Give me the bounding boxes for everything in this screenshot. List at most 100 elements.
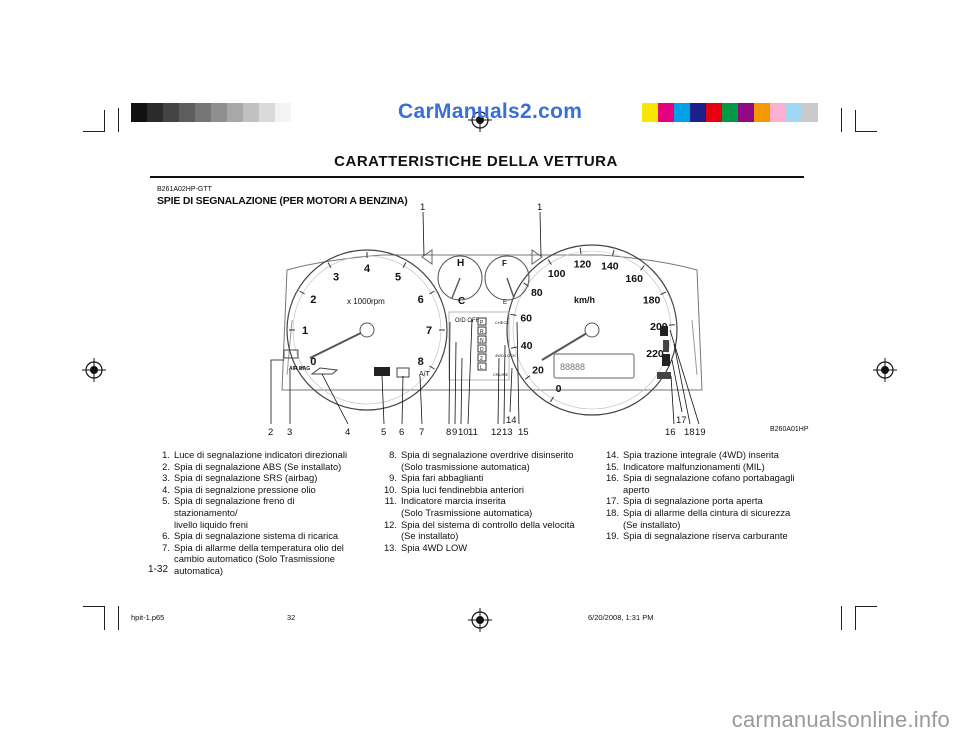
list-item-text: Spia di segnalazione cofano portabagagli <box>623 472 795 484</box>
top-watermark: CarManuals2.com <box>398 100 583 123</box>
footer-watermark: carmanualsonline.info <box>731 707 950 732</box>
gear-lamp <box>477 335 487 344</box>
crop-mark <box>855 110 856 132</box>
callout-4: 4 <box>345 427 351 438</box>
abs-lamp-icon <box>283 349 299 359</box>
speedo-label: 160 <box>625 273 643 285</box>
callout-5: 5 <box>381 427 387 438</box>
list-item: 11. Indicatore marcia inserita <box>381 495 587 507</box>
list-item-number: 17. <box>605 495 619 507</box>
color-swatch <box>674 103 690 122</box>
list-item-text: Spia luci fendinebbia anteriori <box>401 483 524 495</box>
list-item: 16. Spia di segnalazione cofano portabaga… <box>603 472 808 484</box>
list-item: 6.Spia di segnalazione sistema di ricari… <box>154 530 356 542</box>
registration-mark-left <box>82 358 106 382</box>
list-item-text: (Solo trasmissione automatica) <box>401 460 530 472</box>
list-item-text: aperto <box>623 483 650 495</box>
color-swatch <box>259 103 275 122</box>
crop-mark <box>841 108 842 132</box>
fuel-gauge <box>484 255 530 301</box>
cluster-outline <box>281 254 703 391</box>
list-item-text: Spia del sistema di controllo della velo… <box>401 518 575 530</box>
speedo-tick <box>524 375 531 380</box>
color-swatch <box>802 103 818 122</box>
tacho-label: 2 <box>310 294 316 306</box>
crop-mark <box>841 606 842 630</box>
temp-high-label: H <box>457 258 464 269</box>
tacho-tick <box>429 365 435 370</box>
speedo-tick <box>510 313 517 316</box>
list-item-number: 16. <box>605 472 619 484</box>
seatbelt-icon <box>663 340 669 352</box>
crop-mark <box>855 606 877 607</box>
speedo-tick <box>660 291 667 296</box>
tacho-label: 1 <box>302 325 308 337</box>
speedo-label: 180 <box>643 294 661 306</box>
list-item: 19.Spia di segnalazione riserva carburan… <box>603 530 808 542</box>
section-code: B261A02HP-GTT <box>157 186 212 193</box>
list-item-number: 4. <box>162 483 170 495</box>
header-rule <box>150 176 804 178</box>
list-item-text: Spia fari abbaglianti <box>401 472 484 484</box>
legend-list-3: 14.Spia trazione integrale (4WD) inserit… <box>603 449 808 542</box>
callout-10: 10 <box>458 427 469 438</box>
footer-page: 32 <box>287 613 296 622</box>
callout-16: 16 <box>665 427 676 438</box>
crop-mark <box>118 606 119 630</box>
list-item-text: Spia di segnalazione freno di stazioname… <box>174 495 295 518</box>
list-item: 7.Spia di allarme della temperatura olio… <box>154 542 356 554</box>
list-item: 15.Indicatore malfunzionamenti (MIL) <box>603 461 808 473</box>
tacho-tick <box>299 365 305 370</box>
color-swatch <box>770 103 786 122</box>
list-item: (Solo Trasmissione automatica) <box>381 507 587 519</box>
speedo-label: 40 <box>521 340 533 352</box>
list-item: 5.Spia di segnalazione freno di staziona… <box>154 495 356 518</box>
list-item-text: Spia di allarme della cintura di sicurez… <box>623 506 791 518</box>
list-item-number: 1. <box>162 449 170 460</box>
tacho-label: 5 <box>395 271 401 283</box>
tacho-tick <box>402 262 407 268</box>
color-swatch <box>690 103 706 122</box>
list-item-number: 10. <box>383 483 397 495</box>
oil-pressure-icon <box>310 367 339 375</box>
callout-6: 6 <box>399 427 405 438</box>
color-swatch <box>754 103 770 122</box>
footer-date: 6/20/2008, 1:31 PM <box>588 613 654 622</box>
color-swatch <box>227 103 243 122</box>
list-item: 8.Spia di segnalazione overdrive disinse… <box>381 449 587 461</box>
color-swatch <box>243 103 259 122</box>
speedometer-dial <box>506 244 678 416</box>
turn-indicator-right-icon <box>531 249 543 265</box>
gear-lamp <box>477 362 487 371</box>
color-swatch <box>179 103 195 122</box>
list-item-number: 8. <box>389 449 397 460</box>
list-item: (Solo trasmissione automatica) <box>381 461 587 473</box>
temp-low-label: C <box>458 296 465 307</box>
list-item-text: Indicatore marcia inserita <box>401 495 506 507</box>
od-off-label: O/D OFF <box>455 318 480 324</box>
svg-text:88888: 88888 <box>560 362 585 372</box>
list-item-text: Spia di allarme della temperatura olio d… <box>174 541 344 553</box>
speedo-tick <box>640 265 645 271</box>
gear-lamp <box>477 326 487 335</box>
list-item-text: (Se installato) <box>401 530 459 542</box>
list-item-number: 11. <box>384 495 397 507</box>
crop-mark <box>855 131 877 132</box>
color-swatch <box>786 103 802 122</box>
list-item: 14.Spia trazione integrale (4WD) inserit… <box>603 449 808 461</box>
tacho-tick <box>299 290 305 295</box>
trunk-open-icon <box>657 372 671 379</box>
list-item: 13.Spia 4WD LOW <box>381 542 587 554</box>
callout-11: 11 <box>468 427 478 438</box>
turn-indicator-left-icon <box>421 249 433 265</box>
gear-lamp-label: P <box>480 320 484 326</box>
speedo-tick <box>547 259 552 265</box>
list-item: 4.Spia di segnalzione pressione olio <box>154 484 356 496</box>
tacho-label: 6 <box>418 294 424 306</box>
crop-mark <box>104 110 105 132</box>
list-item-number: 13. <box>383 541 397 553</box>
list-item-number: 3. <box>162 472 170 484</box>
callout-15: 15 <box>518 427 529 438</box>
tachometer-dial <box>286 249 448 411</box>
crop-mark <box>83 606 105 607</box>
